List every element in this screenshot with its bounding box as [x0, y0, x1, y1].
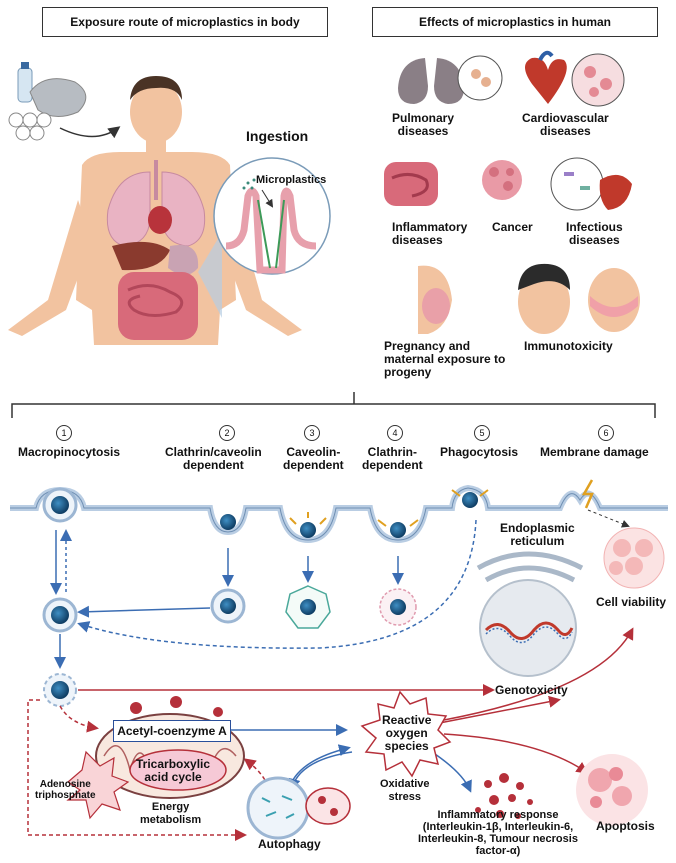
- infection-icon: [550, 157, 632, 211]
- atp-label: Adenosine triphosphate: [35, 779, 96, 801]
- ros-burst: [360, 690, 452, 778]
- cell-viability-label: Cell viability: [596, 595, 667, 609]
- heart-icon: [525, 50, 625, 107]
- immune-head-icon: [518, 263, 640, 334]
- energy-metabolism-label: Energy metabolism: [140, 801, 202, 826]
- effect-immunotoxicity: Immunotoxicity: [524, 339, 613, 353]
- pathway-number-5: 5: [474, 425, 490, 441]
- effect-infectious: Infectious diseases: [566, 220, 623, 247]
- autophagy-label: Autophagy: [258, 837, 321, 851]
- apoptosis-label: Apoptosis: [596, 819, 655, 833]
- pathway-number-4: 4: [387, 425, 403, 441]
- pathway-label-macropinocytosis: Macropinocytosis: [18, 445, 121, 459]
- intestine-icon: [384, 162, 438, 206]
- pathway-label-membrane-damage: Membrane damage: [540, 445, 649, 459]
- exposure-route-header: Exposure route of microplastics in body: [42, 7, 328, 37]
- microplastics-label: Microplastics: [256, 174, 327, 186]
- inflammatory-response-label: Inflammatory response (Interleukin-1β, I…: [418, 809, 578, 857]
- pregnancy-icon: [418, 265, 452, 334]
- effects-header: Effects of microplastics in human: [372, 7, 658, 37]
- apoptosis-icon: [576, 754, 648, 826]
- plastic-waste-icon: [8, 62, 87, 141]
- atp-burst: [66, 750, 130, 820]
- er-label: Endoplasmic reticulum: [500, 521, 575, 548]
- pathway-number-2: 2: [219, 425, 235, 441]
- pathway-label-clathrin-caveolin: Clathrin/caveolin dependent: [165, 445, 262, 472]
- pathway-number-6: 6: [598, 425, 614, 441]
- autophagy-illustration: [246, 776, 351, 840]
- pathway-label-caveolin: Caveolin- dependent: [283, 445, 344, 472]
- effect-pregnancy: Pregnancy and maternal exposure to proge…: [384, 339, 506, 379]
- effect-inflammatory: Inflammatory diseases: [392, 220, 468, 247]
- cytokine-dots: [475, 773, 533, 819]
- vesicle-particles: [42, 487, 489, 707]
- effect-cancer: Cancer: [492, 220, 533, 234]
- genotoxicity-label: Genotoxicity: [495, 683, 568, 697]
- effect-arrows: [27, 627, 634, 841]
- pathway-label-clathrin: Clathrin- dependent: [362, 445, 423, 472]
- nucleus-illustration: [476, 551, 584, 677]
- pathway-number-3: 3: [304, 425, 320, 441]
- lungs-icon: [398, 55, 503, 104]
- human-body-illustration: [8, 76, 302, 345]
- ingestion-title: Ingestion: [246, 128, 309, 144]
- pathway-number-1: 1: [56, 425, 72, 441]
- acetyl-coa-box: Acetyl-coenzyme A: [113, 720, 231, 742]
- effect-cardiovascular: Cardiovascular diseases: [522, 111, 609, 138]
- cell-cluster-icon: [603, 527, 665, 589]
- cell-membrane: [10, 484, 668, 544]
- lightning-icon: [581, 479, 594, 509]
- oxidative-stress-label: Oxidative stress: [380, 778, 430, 803]
- section-bracket: [11, 392, 656, 418]
- tca-cycle-label: Tricarboxylic acid cycle: [136, 757, 211, 784]
- cancer-cells-icon: [482, 160, 522, 200]
- tca-cycle-oval: [129, 749, 227, 791]
- pathway-label-phagocytosis: Phagocytosis: [440, 445, 519, 459]
- intestine-villus-inset: [198, 157, 331, 318]
- ros-label: Reactive oxygen species: [382, 713, 432, 753]
- effect-pulmonary: Pulmonary diseases: [392, 111, 455, 138]
